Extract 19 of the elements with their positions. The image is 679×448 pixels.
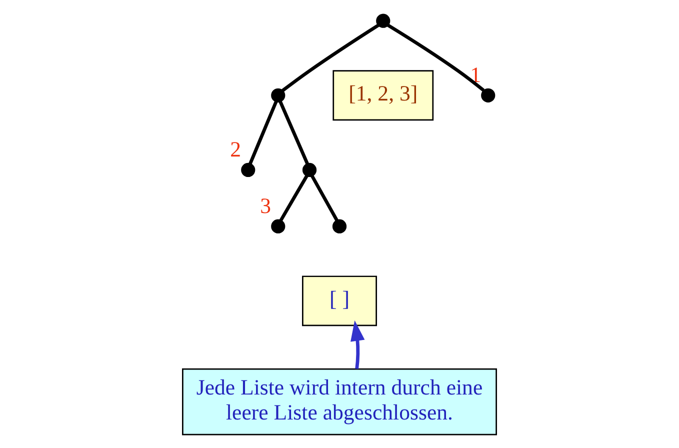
node-box: Jede Liste wird intern durch eine leere Liste abgeschlossen. xyxy=(182,368,497,435)
node-box: [1, 2, 3] xyxy=(332,70,434,120)
connector xyxy=(248,100,278,164)
connector xyxy=(387,23,485,92)
node-circle xyxy=(241,162,256,177)
node-circle xyxy=(481,88,496,102)
connector xyxy=(279,174,308,221)
connector xyxy=(278,100,309,164)
node-label: 3 xyxy=(260,193,272,218)
node-circle xyxy=(376,13,390,28)
node-box: [ ] xyxy=(302,275,377,326)
node-circle xyxy=(332,218,347,233)
node-circle xyxy=(271,218,286,233)
node-circle xyxy=(302,162,317,177)
node-label: 2 xyxy=(230,136,242,161)
node-circle xyxy=(271,88,286,102)
arrow xyxy=(350,320,365,369)
connector xyxy=(310,174,338,221)
connector xyxy=(282,23,380,92)
